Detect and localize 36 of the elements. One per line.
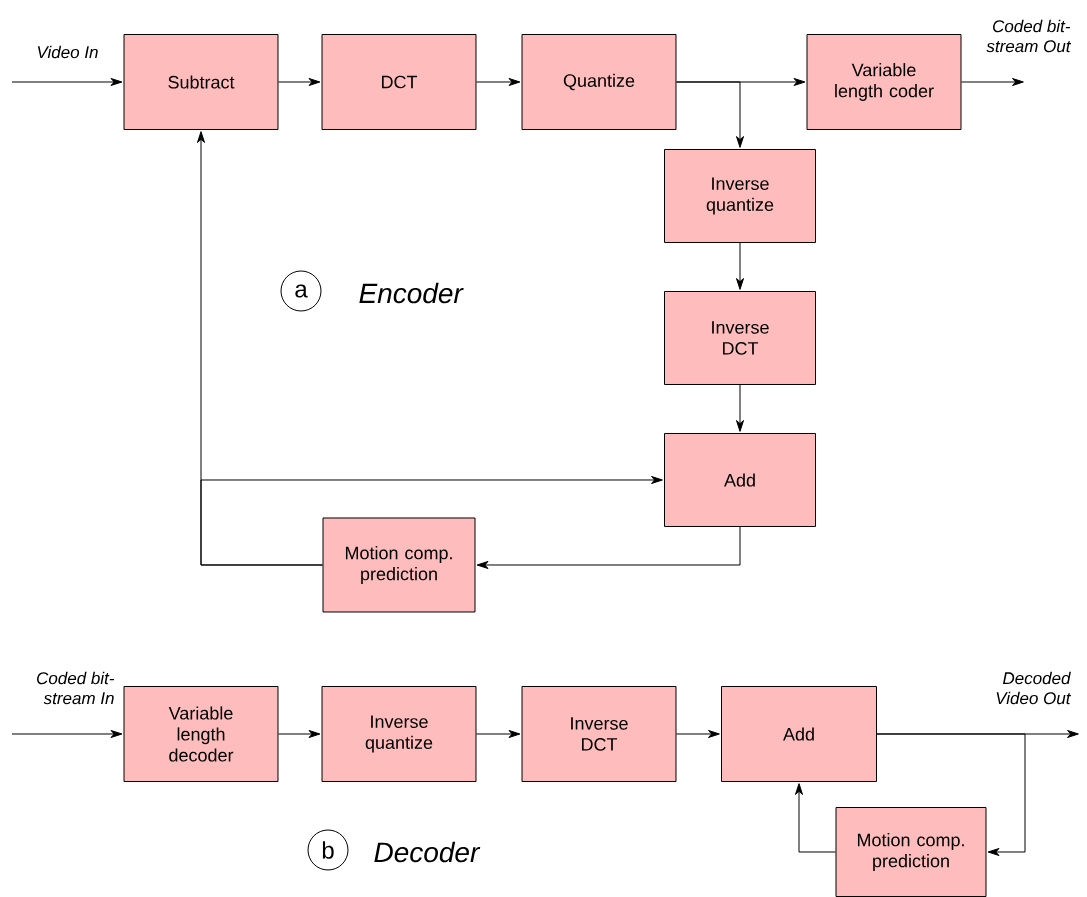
process-box: Inverse DCT bbox=[664, 291, 816, 385]
arrow bbox=[200, 476, 663, 566]
process-box: Inverse DCT bbox=[521, 686, 677, 782]
arrow bbox=[278, 730, 321, 738]
arrow bbox=[795, 783, 836, 853]
arrow bbox=[676, 81, 744, 148]
circled-letter: a bbox=[280, 270, 322, 312]
arrow bbox=[278, 78, 321, 86]
process-box: Variable length coder bbox=[806, 34, 962, 130]
arrow bbox=[476, 526, 741, 569]
process-box: Add bbox=[664, 433, 816, 527]
arrow bbox=[736, 384, 744, 432]
process-box: Inverse quantize bbox=[321, 686, 477, 782]
arrow bbox=[476, 78, 521, 86]
arrow bbox=[736, 242, 744, 290]
section-title: Decoder bbox=[374, 841, 481, 863]
process-box: Inverse quantize bbox=[664, 149, 816, 243]
arrow bbox=[961, 78, 1024, 86]
arrow bbox=[876, 733, 1026, 856]
process-box: Add bbox=[721, 686, 877, 782]
process-box: Motion comp. prediction bbox=[835, 807, 987, 897]
process-box: Variable length decoder bbox=[123, 686, 279, 782]
process-box: Motion comp. prediction bbox=[322, 517, 476, 613]
io-label: Decoded Video Out bbox=[996, 671, 1072, 705]
io-label: Video In bbox=[37, 45, 98, 59]
arrow bbox=[476, 730, 521, 738]
process-box: Quantize bbox=[521, 34, 677, 130]
process-box: Subtract bbox=[123, 34, 279, 130]
circled-letter: b bbox=[307, 829, 349, 871]
process-box: DCT bbox=[321, 34, 477, 130]
io-label: Coded bit- stream In bbox=[37, 671, 115, 705]
io-label: Coded bit- stream Out bbox=[986, 19, 1072, 53]
section-title: Encoder bbox=[359, 282, 464, 304]
arrow bbox=[11, 730, 123, 738]
arrow bbox=[11, 78, 123, 86]
arrow bbox=[676, 730, 720, 738]
